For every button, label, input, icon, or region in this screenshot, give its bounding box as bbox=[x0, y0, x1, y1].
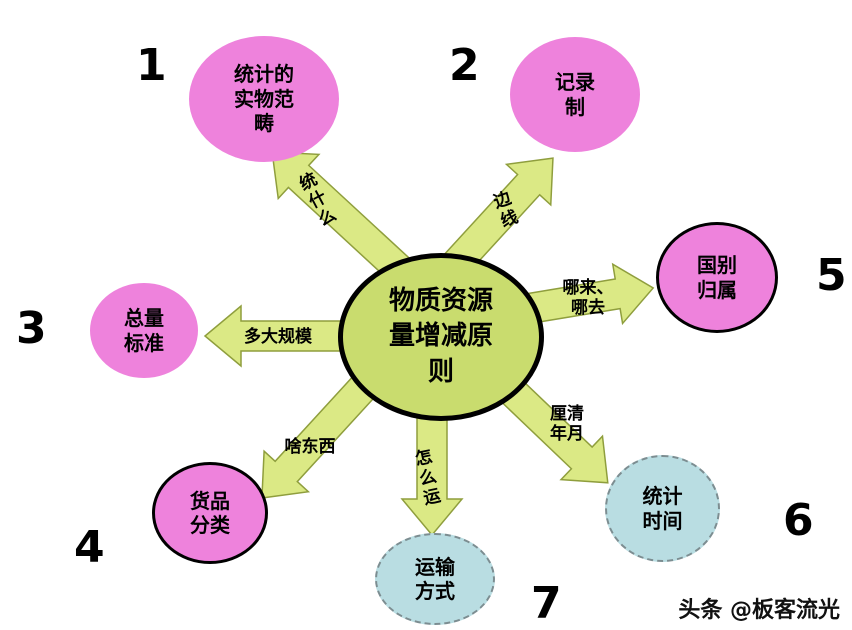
node-ellipse-6: 统计 时间 bbox=[605, 455, 720, 562]
watermark: 头条 @板客流光 bbox=[678, 598, 840, 623]
node-number-5: 5 bbox=[816, 250, 847, 301]
arrow-shape-4 bbox=[261, 368, 383, 499]
node-ellipse-1: 统计的 实物范 畴 bbox=[189, 36, 339, 162]
node-number-1: 1 bbox=[136, 40, 167, 91]
node-number-6: 6 bbox=[783, 495, 814, 546]
arrow-label-4: 啥东西 bbox=[284, 436, 336, 457]
arrow-label-5: 哪来、 哪去 bbox=[562, 277, 614, 318]
node-ellipse-2: 记录 制 bbox=[510, 37, 640, 152]
arrow-label-3: 多大规模 bbox=[244, 326, 312, 347]
center-node: 物质资源 量增减原 则 bbox=[338, 253, 544, 421]
node-number-2: 2 bbox=[449, 40, 480, 91]
arrow-to-node-4 bbox=[261, 368, 383, 499]
node-number-7: 7 bbox=[531, 578, 562, 629]
arrow-label-6: 厘清 年月 bbox=[550, 403, 584, 444]
node-ellipse-4: 货品 分类 bbox=[152, 462, 268, 564]
node-ellipse-5: 国别 归属 bbox=[656, 222, 778, 333]
node-ellipse-3: 总量 标准 bbox=[90, 283, 198, 378]
node-number-3: 3 bbox=[16, 303, 47, 354]
node-number-4: 4 bbox=[74, 522, 105, 573]
node-ellipse-7: 运输 方式 bbox=[375, 533, 495, 625]
